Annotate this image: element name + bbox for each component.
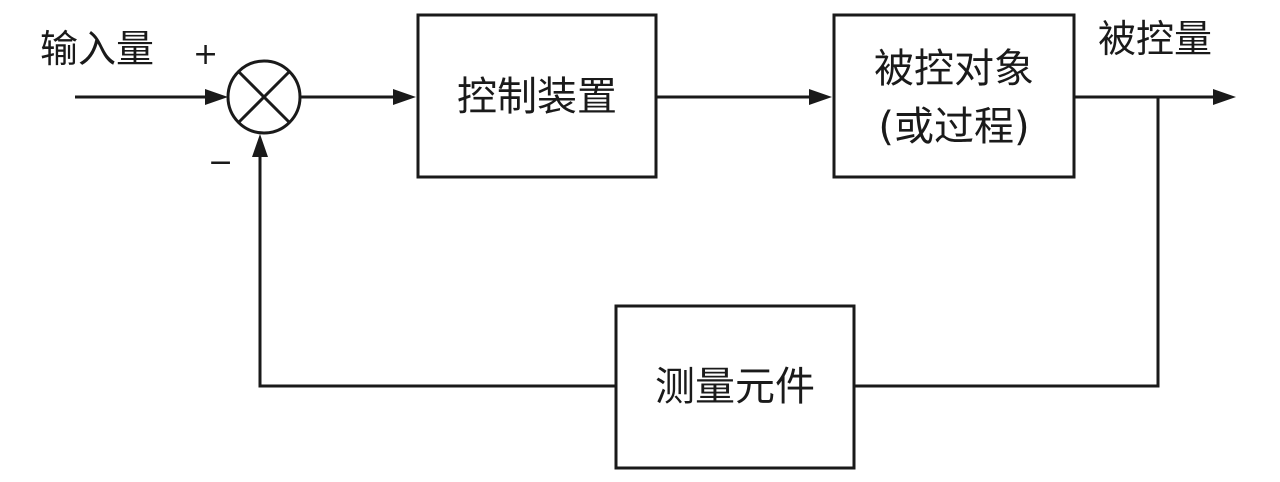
feedback-arrowhead	[252, 134, 268, 157]
plant-label-line2: (或过程)	[878, 104, 1029, 150]
controller-label: 控制装置	[457, 74, 617, 120]
summing-cross-b	[237, 70, 291, 124]
output-label: 被控量	[1098, 17, 1212, 61]
control-arrowhead	[809, 89, 832, 105]
summing-junction	[226, 59, 302, 135]
plant-label-line1: 被控对象	[874, 46, 1034, 92]
output-arrowhead	[1213, 89, 1236, 105]
controller-block	[416, 13, 658, 179]
plant-block	[832, 13, 1076, 179]
error-arrowhead	[393, 89, 416, 105]
sensor-label: 测量元件	[655, 364, 815, 410]
feedback-return-line	[258, 148, 616, 388]
input-arrowhead	[205, 89, 228, 105]
plus-sign: +	[193, 37, 218, 72]
feedback-takeoff-line	[854, 97, 1160, 388]
input-label: 输入量	[40, 27, 154, 71]
minus-sign: −	[208, 145, 233, 180]
